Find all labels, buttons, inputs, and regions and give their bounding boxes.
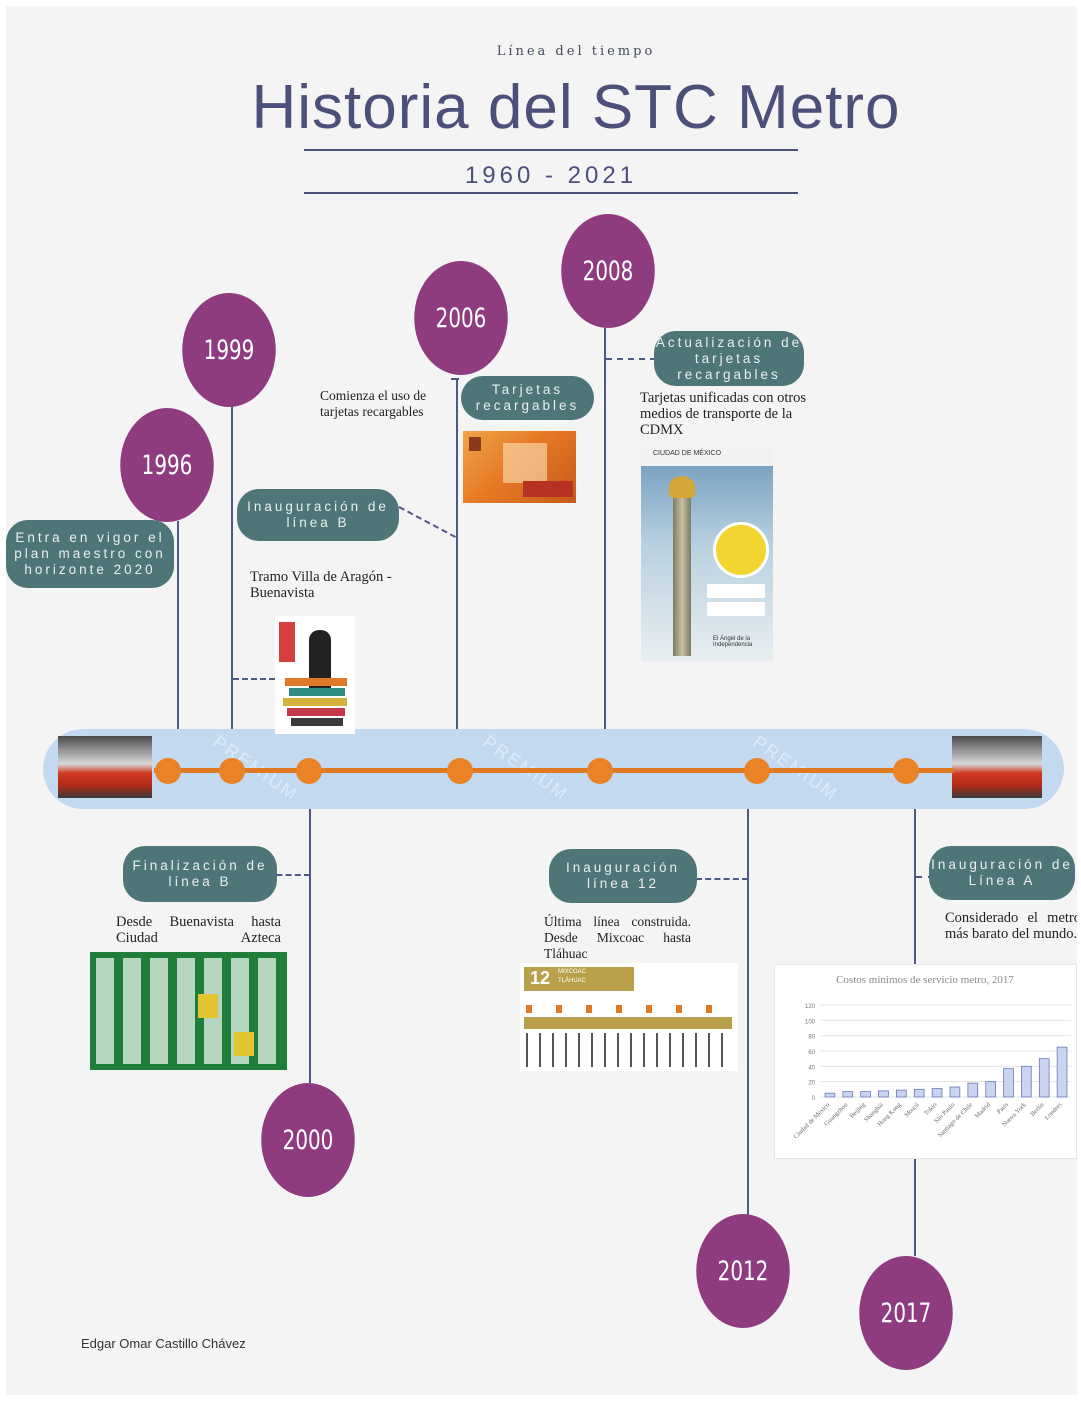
- chart-bar: [824, 1092, 836, 1098]
- card-2008-caption: El Ángel de la Independencia: [713, 636, 753, 648]
- year-bubble-1999: 1999: [182, 293, 276, 407]
- train-photo-left: [58, 736, 152, 798]
- chart-bar: [860, 1091, 871, 1098]
- label-2017: Inauguración de Línea A: [929, 846, 1075, 900]
- chart-ytick-label: 100: [805, 1019, 816, 1025]
- line12-name-1: MIXCOAC: [558, 969, 587, 975]
- timeline-dot-1999: [219, 758, 245, 784]
- branch-2000: [258, 874, 310, 876]
- label-1999: Inauguración de línea B: [237, 489, 399, 541]
- chart-bar: [913, 1088, 925, 1098]
- connector-2008: [604, 328, 606, 771]
- chart-ytick-label: 120: [805, 1004, 816, 1010]
- chart-ytick-label: 40: [808, 1065, 815, 1071]
- branch-2008: [606, 358, 656, 360]
- chart-ytick-label: 60: [808, 1050, 815, 1056]
- year-bubble-2006: 2006: [414, 261, 508, 375]
- branch-2006-label: [398, 506, 456, 538]
- branch-1999: [233, 678, 275, 680]
- chart-bar: [985, 1081, 996, 1098]
- chart-bar: [1056, 1046, 1068, 1098]
- label-1996: Entra en vigor el plan maestro con horiz…: [6, 520, 174, 588]
- title-rule-bottom: [304, 192, 798, 194]
- chart-ytick-label: 20: [808, 1081, 815, 1087]
- year-bubble-2017: 2017: [859, 1256, 953, 1370]
- card-2008-header: CIUDAD DE MÉXICO: [653, 450, 722, 457]
- chart-title: Costos mínimos de servicio metro, 2017: [836, 974, 1014, 986]
- poster-image-1999: [275, 616, 355, 734]
- chart-category-label: Londres: [1043, 1101, 1063, 1121]
- year-range: 1960 - 2021: [464, 162, 638, 189]
- label-2000: Finalización de línea B: [123, 846, 277, 902]
- year-bubble-1996: 1996: [120, 408, 214, 522]
- label-2012: Inauguración línea 12: [549, 849, 697, 903]
- connector-1999: [231, 406, 233, 771]
- chart-bar: [1021, 1065, 1032, 1098]
- chart-bar: [931, 1088, 943, 1098]
- chart-bar: [1038, 1058, 1050, 1098]
- timeline-dot-2006: [447, 758, 473, 784]
- line12-number: 12: [530, 968, 551, 988]
- text-1999: Tramo Villa de Aragón - Buenavista: [250, 569, 392, 601]
- chart-category-label: París: [996, 1101, 1010, 1115]
- cost-chart-svg: Costos mínimos de servicio metro, 2017 0…: [792, 974, 1071, 1140]
- timeline-dot-1996: [155, 758, 181, 784]
- branch-2006-top: [451, 378, 459, 380]
- page-title: Historia del STC Metro: [251, 73, 901, 142]
- chart-ytick-label: 80: [808, 1035, 815, 1041]
- timeline-dot-2017: [893, 758, 919, 784]
- connector-2012: [747, 771, 749, 1216]
- timeline-dot-2000: [296, 758, 322, 784]
- connector-1996: [177, 521, 179, 771]
- label-2006: Tarjetas recargables: [461, 376, 594, 420]
- year-bubble-2000: 2000: [261, 1083, 355, 1197]
- chart-bar: [1003, 1068, 1014, 1098]
- card-image-2008: CIUDAD DE MÉXICO El Ángel de la Independ…: [641, 446, 773, 661]
- chart-category-label: Tokio: [923, 1101, 939, 1117]
- chart-category-label: Moscú: [903, 1101, 921, 1119]
- cost-chart: Costos mínimos de servicio metro, 2017 0…: [774, 964, 1077, 1159]
- chart-ytick-label: 0: [812, 1096, 816, 1102]
- card-image-2006: [463, 431, 576, 503]
- chart-bar: [967, 1082, 979, 1098]
- label-2008: Actualización de tarjetas recargables: [654, 331, 804, 386]
- chart-bar: [878, 1090, 889, 1098]
- text-2017: Considerado el metro más barato del mund…: [945, 910, 1077, 942]
- year-bubble-2012: 2012: [696, 1214, 790, 1328]
- author-credit: Edgar Omar Castillo Chávez: [81, 1336, 246, 1351]
- timeline-track: [154, 768, 954, 773]
- text-2012: Última línea construida. Desde Mixcoac h…: [544, 914, 691, 961]
- branch-2012: [696, 878, 748, 880]
- line12-name-2: TLÁHUAC: [558, 978, 587, 984]
- title-rule-top: [304, 149, 798, 151]
- chart-bar: [842, 1091, 854, 1098]
- text-2008: Tarjetas unificadas con otros medios de …: [640, 390, 807, 438]
- branch-2017: [916, 876, 934, 878]
- header-subtitle: Línea del tiempo: [496, 44, 656, 59]
- text-2006: Comienza el uso de tarjetas recargables: [320, 388, 427, 419]
- text-2000: Desde Buenavista hasta Ciudad Azteca: [116, 914, 281, 946]
- chart-category-label: Madrid: [974, 1101, 993, 1120]
- connector-2000: [309, 771, 311, 1083]
- line12-image-2012: 12 MIXCOAC TLÁHUAC: [520, 963, 738, 1071]
- timeline-dot-2012: [744, 758, 770, 784]
- timeline-dot-2008: [587, 758, 613, 784]
- connector-2006: [456, 378, 458, 771]
- stations-image-2000: [90, 952, 287, 1070]
- year-bubble-2008: 2008: [561, 214, 655, 328]
- chart-bar: [896, 1089, 907, 1098]
- chart-bar: [949, 1086, 961, 1098]
- train-photo-right: [952, 736, 1042, 798]
- infographic-page: Línea del tiempo Historia del STC Metro …: [6, 6, 1077, 1395]
